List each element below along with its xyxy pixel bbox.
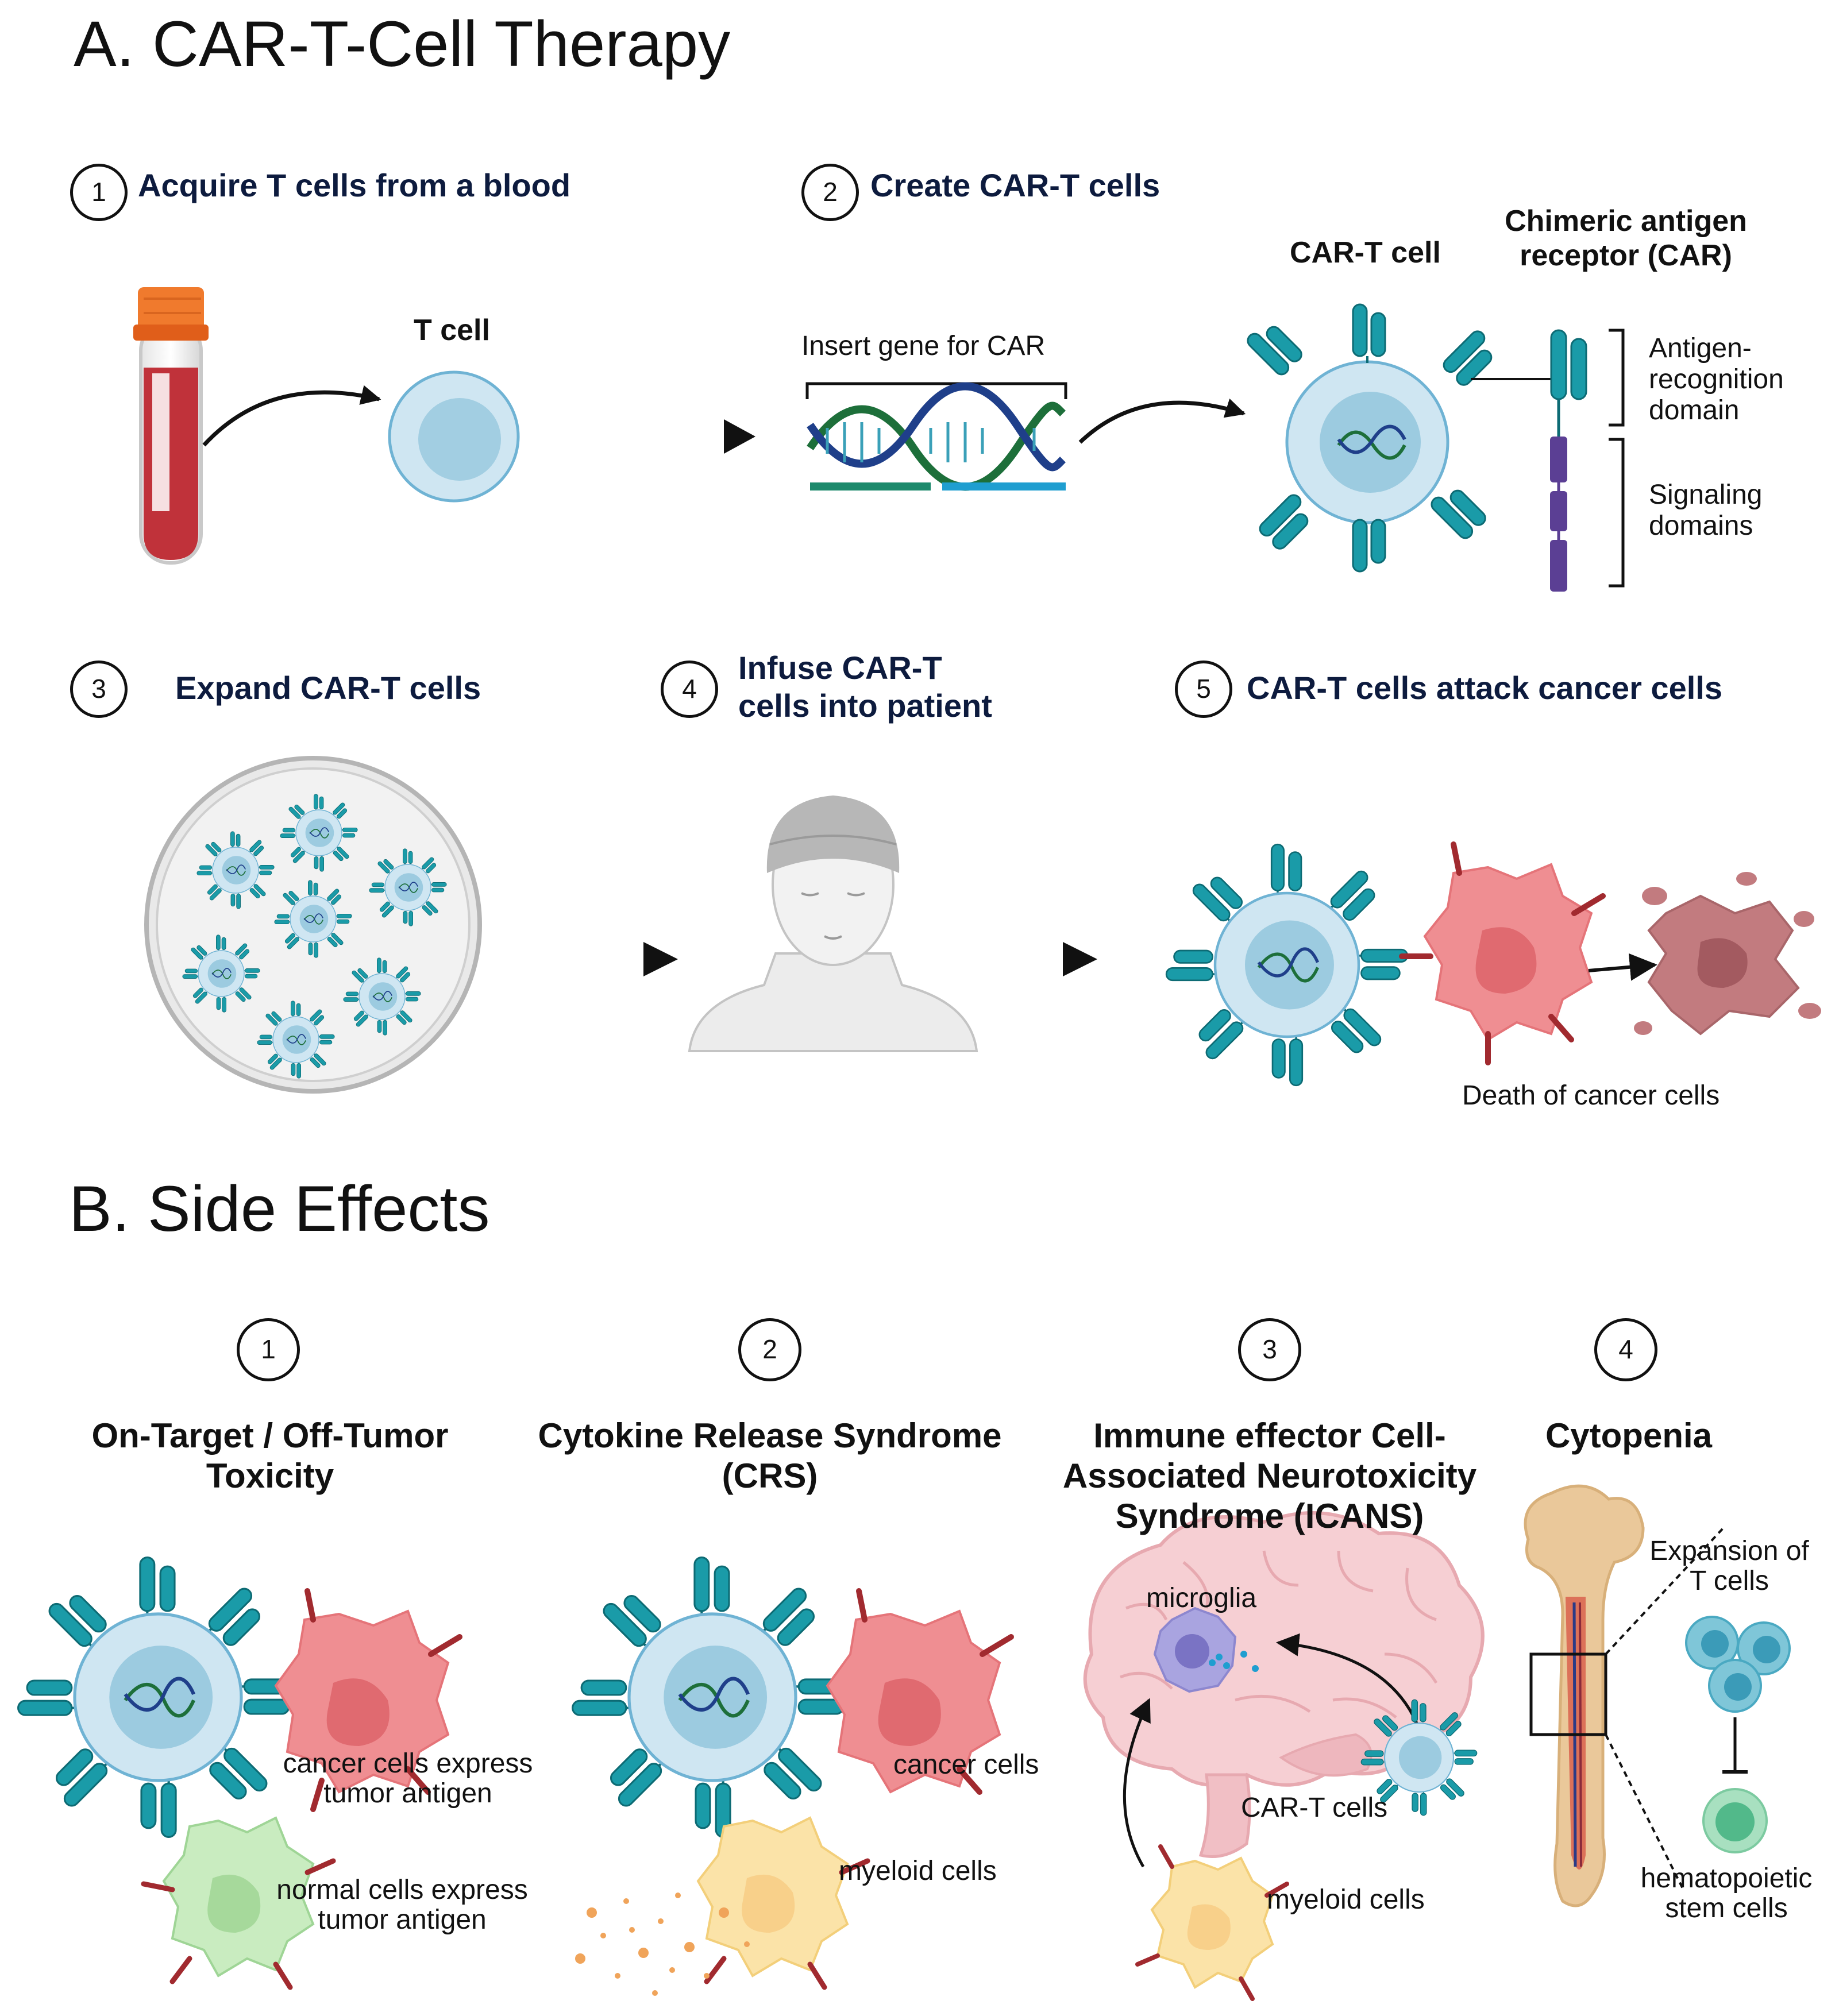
effect-2-number: 2: [738, 1318, 801, 1381]
step-5-label: CAR-T cells attack cancer cells: [1247, 670, 1722, 706]
b2-myeloid-cells-label: myeloid cells: [839, 1856, 997, 1886]
small-arrow: [1588, 953, 1657, 981]
effect-1-title: On-Target / Off-Tumor Toxicity: [91, 1416, 449, 1495]
part-b-title: B. Side Effects: [69, 1173, 490, 1245]
car-t-cell: [343, 957, 421, 1036]
dna-icon: [807, 382, 1066, 491]
effect-4-number: 4: [1594, 1318, 1657, 1381]
step-2-label: Create CAR-T cells: [870, 167, 1161, 203]
antigen-bracket: [1609, 329, 1625, 427]
car-t-cell-label: CAR-T cell: [1290, 236, 1441, 269]
b3-arrow-myeloid: [1123, 1698, 1151, 1868]
microglia-label: microglia: [1146, 1583, 1257, 1613]
dish-car-t-cells: [182, 794, 447, 1079]
step-5-number: 5: [1175, 661, 1232, 718]
part-a-title: A. CAR-T-Cell Therapy: [74, 8, 731, 80]
curved-arrow: [202, 385, 381, 447]
car-t-cell: [257, 1001, 335, 1079]
dead-cancer-cell-icon: [1634, 872, 1821, 1036]
car-t-cell: [572, 1557, 853, 1838]
car-t-cell: [182, 934, 260, 1013]
b3-myeloid-cell-icon: [1135, 1844, 1289, 2001]
effect-3-title: Immune effector Cell-Associated Neurotox…: [1062, 1416, 1477, 1535]
step-1-number: 1: [70, 164, 128, 221]
b2-cancer-cell-icon: [826, 1588, 1014, 1795]
step-4-label: Infuse CAR-T cells into patient: [738, 650, 992, 724]
car-t-cell: [1165, 843, 1409, 1087]
step-3-number: 3: [70, 661, 128, 718]
bone-zoom-box: [1529, 1652, 1607, 1736]
step-3-label: Expand CAR-T cells: [175, 670, 481, 706]
b2-cancer-cells-label: cancer cells: [893, 1749, 1039, 1780]
t-cell-label: T cell: [414, 314, 490, 347]
gene-bracket: [805, 382, 1067, 399]
hsc-icon: [1702, 1788, 1768, 1853]
normal-express-label: normal cells express tumor antigen: [276, 1875, 528, 1935]
effect-2-title: Cytokine Release Syndrome (CRS): [538, 1416, 1002, 1495]
curved-arrow-2: [1078, 398, 1246, 444]
normal-cell-icon: [141, 1816, 336, 1990]
blood-tube-icon: [133, 287, 209, 565]
b3-car-t-cells-label: CAR-T cells: [1241, 1793, 1388, 1823]
car-receptor-label: Chimeric antigen receptor (CAR): [1505, 204, 1747, 272]
step-1-label: Acquire T cells from a blood: [138, 167, 571, 203]
zoom-line-top: [1605, 1527, 1725, 1655]
insert-gene-label: Insert gene for CAR: [801, 331, 1046, 361]
car-t-cell: [274, 880, 352, 958]
car-t-cell-icon: [1247, 303, 1493, 573]
effect-3-number: 3: [1238, 1318, 1301, 1381]
b3-arrow-cart: [1276, 1633, 1421, 1729]
patient-icon: [688, 795, 978, 1052]
step-4-number: 4: [661, 661, 718, 718]
bone-icon: [1524, 1484, 1645, 1907]
cancer-express-label: cancer cells express tumor antigen: [283, 1748, 533, 1809]
microglia-icon: [1153, 1606, 1259, 1693]
signaling-bracket: [1609, 438, 1625, 588]
expanded-t-cells-icon: [1685, 1616, 1791, 1713]
car-receptor-icon: [1550, 329, 1587, 592]
cytokine-dots: [575, 1893, 750, 1996]
b2-myeloid-cell-icon: [696, 1816, 870, 1990]
b1-cancer-cell-icon: [274, 1588, 462, 1812]
car-t-cell: [280, 794, 358, 872]
car-t-cell: [196, 831, 275, 909]
car-t-cell: [1360, 1699, 1478, 1816]
b1-car-t-cell: [17, 1557, 299, 1838]
zoom-line-bottom: [1605, 1734, 1684, 1890]
b3-myeloid-cells-label: myeloid cells: [1267, 1884, 1425, 1915]
car-t-cell: [17, 1557, 299, 1838]
expansion-label: Expansion of T cells: [1649, 1536, 1809, 1596]
effect-4-title: Cytopenia: [1545, 1416, 1713, 1455]
b3-car-t-cell: [1360, 1699, 1478, 1816]
signaling-domains-label: Signaling domains: [1649, 480, 1763, 541]
antigen-domain-label: Antigen-recognition domain: [1649, 333, 1784, 426]
death-label: Death of cancer cells: [1462, 1080, 1720, 1111]
t-cell-icon: [388, 370, 520, 503]
cancer-cell-icon: [1399, 841, 1606, 1065]
attacking-car-t-cell: [1165, 843, 1409, 1087]
car-t-cell: [369, 848, 447, 926]
hsc-label: hematopoietic stem cells: [1640, 1863, 1813, 1924]
step-2-number: 2: [801, 164, 859, 221]
b2-car-t-cell: [572, 1557, 853, 1838]
effect-1-number: 1: [237, 1318, 300, 1381]
